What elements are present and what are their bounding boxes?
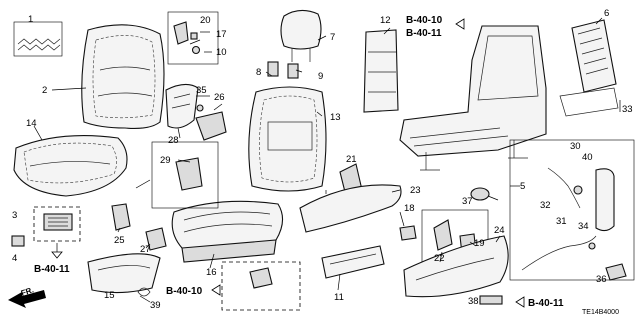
part-switch-3 [11, 206, 81, 259]
label-part-10: 10 [216, 47, 227, 58]
label-part-32: 32 [540, 200, 551, 211]
part-trim-38 [479, 295, 503, 305]
label-part-25: 25 [114, 235, 125, 246]
label-part-24: 24 [494, 225, 505, 236]
part-bracket-25 [111, 203, 131, 231]
ref-b-40-11-right: B-40-11 [528, 298, 564, 309]
part-number-labels: 1 2 3 4 5 6 7 8 9 10 11 12 13 14 15 16 1… [12, 8, 633, 311]
label-part-13: 13 [330, 112, 341, 123]
part-seat-frame [399, 25, 547, 171]
label-part-2: 2 [42, 85, 47, 96]
part-cover-20 [173, 21, 201, 55]
label-part-31: 31 [556, 216, 567, 227]
label-part-4: 4 [12, 253, 17, 264]
label-part-37: 37 [462, 196, 473, 207]
label-part-34: 34 [578, 221, 589, 232]
label-part-30: 30 [570, 141, 581, 152]
part-side-trim-23 [299, 184, 402, 233]
inset-box-29 [151, 141, 219, 209]
label-part-38: 38 [468, 296, 479, 307]
label-part-5: 5 [520, 181, 525, 192]
part-headrest [280, 9, 322, 62]
label-part-39: 39 [150, 300, 161, 311]
part-seatback-pad-13 [248, 86, 327, 192]
label-part-29: 29 [160, 155, 171, 166]
ref-b-40-10-top: B-40-10 [406, 15, 443, 26]
reference-labels: B-40-10 B-40-11 B-40-11 B-40-10 B-40-11 … [20, 15, 564, 309]
part-bracket-29 [175, 157, 203, 191]
part-clip-39 [137, 287, 151, 297]
part-clip-37 [470, 187, 490, 201]
label-part-20: 20 [200, 15, 211, 26]
part-cushion-pad-16 [171, 200, 284, 263]
label-part-22: 22 [434, 253, 445, 264]
label-part-19: 19 [474, 238, 485, 249]
part-side-trim-24 [403, 235, 509, 298]
part-lever-22 [433, 219, 453, 251]
label-part-35: 35 [196, 85, 207, 96]
label-part-1: 1 [28, 14, 33, 25]
ref-b-40-11-top: B-40-11 [406, 28, 442, 39]
part-harness [521, 167, 627, 281]
label-part-28: 28 [168, 135, 179, 146]
diagram-code: TE14B4000 [582, 309, 619, 316]
label-part-18: 18 [404, 203, 415, 214]
inset-box-harness [509, 139, 635, 281]
part-airbag-module [595, 168, 615, 232]
part-headrest-guides [267, 61, 299, 79]
label-part-16: 16 [206, 267, 217, 278]
part-cushion-panel [87, 253, 161, 294]
ref-b-40-10-bottom: B-40-10 [166, 286, 203, 297]
label-part-8: 8 [256, 67, 261, 78]
label-part-21: 21 [346, 154, 357, 165]
front-direction-arrow [8, 290, 46, 308]
label-part-40: 40 [582, 152, 593, 163]
front-direction-label: FR. [20, 285, 35, 298]
label-part-3: 3 [12, 210, 17, 221]
label-part-33: 33 [622, 104, 633, 115]
label-part-12: 12 [380, 15, 391, 26]
label-part-23: 23 [410, 185, 421, 196]
label-part-15: 15 [104, 290, 115, 301]
label-part-7: 7 [330, 32, 335, 43]
part-cushion-cover [13, 135, 128, 197]
part-side-cover-28 [165, 83, 199, 129]
part-cap-18 [399, 225, 417, 241]
inset-box-20 [167, 11, 219, 65]
part-bolt-35 [196, 104, 204, 112]
label-part-6: 6 [604, 8, 609, 19]
part-clips-1 [13, 21, 63, 57]
label-part-17: 17 [216, 29, 227, 40]
part-seatback-frame-6 [559, 19, 619, 117]
label-part-11: 11 [334, 292, 344, 303]
label-part-27: 27 [140, 244, 151, 255]
label-part-14: 14 [26, 118, 37, 129]
part-bracket-27 [145, 227, 167, 251]
ref-b-40-11-left: B-40-11 [34, 264, 70, 275]
leader-lines [33, 17, 621, 303]
part-seatback-cover [81, 24, 165, 129]
part-knob [249, 267, 273, 289]
label-part-26: 26 [214, 92, 225, 103]
label-part-9: 9 [318, 71, 323, 82]
part-pad-12 [363, 29, 399, 113]
inset-box-b4010 [221, 261, 301, 311]
part-bracket-26 [195, 111, 227, 141]
part-panel-11 [321, 245, 385, 279]
label-part-36: 36 [596, 274, 607, 285]
